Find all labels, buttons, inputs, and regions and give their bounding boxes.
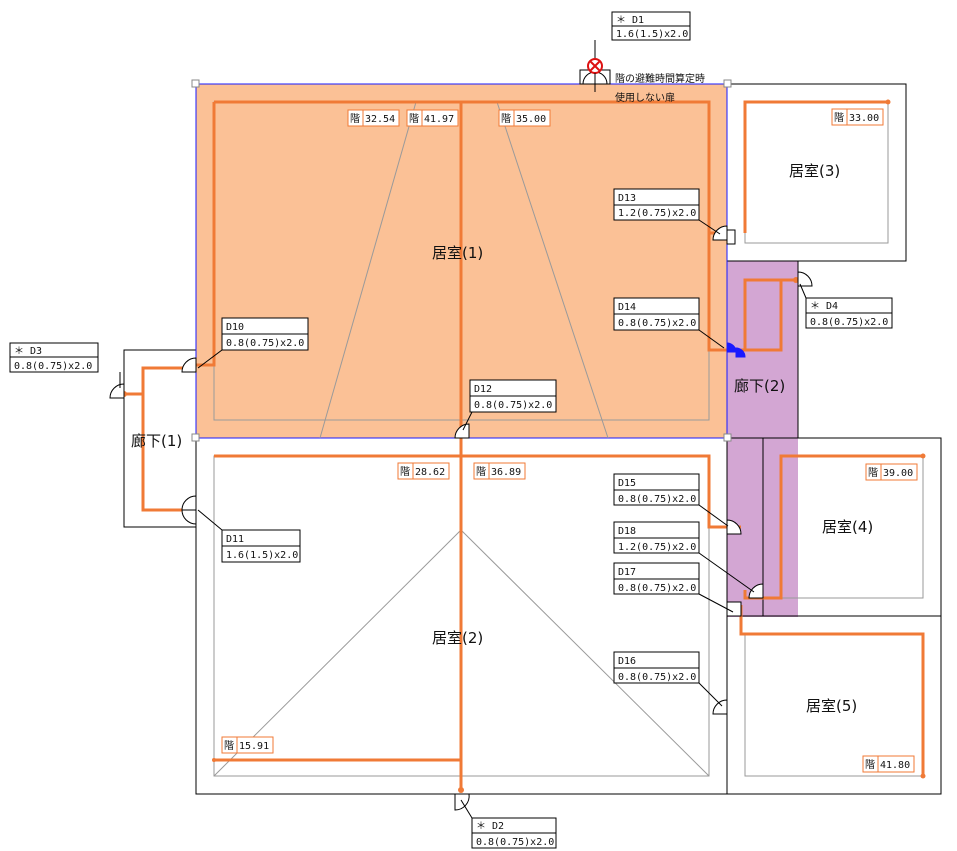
- svg-text:35.00: 35.00: [516, 114, 546, 125]
- svg-text:15.91: 15.91: [239, 741, 269, 752]
- svg-text:階: 階: [400, 466, 410, 478]
- tag-d18: D18 1.2(0.75)x2.0: [613, 521, 700, 554]
- svg-text:0.8(0.75)x2.0: 0.8(0.75)x2.0: [618, 318, 696, 329]
- d1-note-line2: 使用しない扉: [615, 91, 675, 104]
- tag-d12: D12 0.8(0.75)x2.0: [469, 379, 557, 413]
- svg-text:階: 階: [224, 740, 234, 752]
- time-label-2: 階 41.97: [406, 109, 459, 127]
- door-tags: ＊ D1 1.6(1.5)x2.0 ＊ D2 0.8(0.75)x2.0 ＊ D…: [9, 11, 893, 849]
- tag-d15: D15 0.8(0.75)x2.0: [613, 473, 700, 506]
- svg-text:階: 階: [868, 467, 878, 479]
- tag-d2: ＊ D2 0.8(0.75)x2.0: [471, 817, 557, 849]
- corridor1-label: 廊下(1): [131, 432, 182, 450]
- svg-text:D11: D11: [226, 534, 244, 545]
- svg-text:＊ D4: ＊ D4: [810, 301, 838, 312]
- evacuation-routes: [124, 100, 925, 790]
- svg-text:＊ D1: ＊ D1: [616, 15, 644, 26]
- time-label-9: 階 41.80: [862, 755, 915, 773]
- room2-label: 居室(2): [432, 629, 483, 647]
- room4-label: 居室(4): [822, 518, 873, 536]
- svg-text:階: 階: [501, 113, 511, 125]
- svg-text:D14: D14: [618, 302, 636, 313]
- door-d4: [797, 271, 813, 287]
- door-d13: [712, 225, 736, 245]
- svg-text:D17: D17: [618, 567, 636, 578]
- svg-text:階: 階: [865, 759, 875, 771]
- svg-text:0.8(0.75)x2.0: 0.8(0.75)x2.0: [618, 672, 696, 683]
- room3-label: 居室(3): [789, 162, 840, 180]
- svg-text:36.89: 36.89: [491, 467, 521, 478]
- svg-text:D16: D16: [618, 656, 636, 667]
- svg-text:D12: D12: [474, 384, 492, 395]
- svg-text:0.8(0.75)x2.0: 0.8(0.75)x2.0: [618, 583, 696, 594]
- tag-d16: D16 0.8(0.75)x2.0: [613, 651, 700, 684]
- svg-text:1.2(0.75)x2.0: 1.2(0.75)x2.0: [618, 208, 696, 219]
- tag-d3: ＊ D3 0.8(0.75)x2.0: [9, 342, 99, 373]
- tag-d17: D17 0.8(0.75)x2.0: [613, 562, 700, 595]
- svg-text:1.2(0.75)x2.0: 1.2(0.75)x2.0: [618, 542, 696, 553]
- svg-text:0.8(0.75)x2.0: 0.8(0.75)x2.0: [476, 837, 554, 848]
- door-d10: [181, 357, 197, 373]
- tag-d13: D13 1.2(0.75)x2.0: [613, 188, 700, 221]
- room5-label: 居室(5): [806, 697, 857, 715]
- svg-text:33.00: 33.00: [849, 113, 879, 124]
- svg-text:39.00: 39.00: [883, 468, 913, 479]
- svg-text:0.8(0.75)x2.0: 0.8(0.75)x2.0: [618, 494, 696, 505]
- svg-text:28.62: 28.62: [415, 467, 445, 478]
- time-label-3: 階 35.00: [498, 109, 551, 127]
- tag-d14: D14 0.8(0.75)x2.0: [613, 297, 700, 331]
- tag-d11: D11 1.6(1.5)x2.0: [221, 529, 301, 563]
- time-label-1: 階 32.54: [347, 109, 400, 127]
- svg-text:0.8(0.75)x2.0: 0.8(0.75)x2.0: [474, 400, 552, 411]
- time-label-6: 階 36.89: [473, 462, 526, 480]
- svg-text:＊ D3: ＊ D3: [14, 346, 42, 357]
- d1-note-line1: 階の避難時間算定時: [615, 72, 705, 85]
- svg-text:0.8(0.75)x2.0: 0.8(0.75)x2.0: [226, 338, 304, 349]
- selection-handles: [191, 79, 732, 442]
- tag-d10: D10 0.8(0.75)x2.0: [221, 317, 309, 351]
- time-label-5: 階 28.62: [397, 462, 450, 480]
- svg-text:1.6(1.5)x2.0: 1.6(1.5)x2.0: [226, 550, 298, 561]
- time-labels: 階 32.54 階 41.97 階 35.00 階 33.00 階 28.62: [221, 108, 918, 773]
- room1-label: 居室(1): [432, 244, 483, 262]
- time-label-7: 階 39.00: [865, 463, 918, 481]
- door-d17: [726, 601, 742, 617]
- time-label-8: 階 15.91: [221, 736, 274, 754]
- svg-text:0.8(0.75)x2.0: 0.8(0.75)x2.0: [810, 317, 888, 328]
- prohibited-icon: [587, 58, 603, 92]
- svg-text:32.54: 32.54: [365, 114, 395, 125]
- svg-text:階: 階: [834, 112, 844, 124]
- svg-text:D18: D18: [618, 526, 636, 537]
- tag-d4: ＊ D4 0.8(0.75)x2.0: [805, 297, 893, 329]
- leader-lines: [119, 40, 807, 819]
- door-d15: [726, 519, 742, 535]
- time-label-4: 階 33.00: [831, 108, 884, 126]
- corridor2-label: 廊下(2): [734, 377, 785, 395]
- room-labels: 居室(1) 居室(2) 居室(3) 居室(4) 居室(5) 廊下(1) 廊下(2…: [131, 162, 873, 715]
- svg-text:D15: D15: [618, 478, 636, 489]
- svg-text:0.8(0.75)x2.0: 0.8(0.75)x2.0: [14, 361, 92, 372]
- svg-text:＊ D2: ＊ D2: [476, 821, 504, 832]
- door-d12: [454, 423, 470, 439]
- svg-text:階: 階: [476, 466, 486, 478]
- door-d11: [181, 495, 197, 525]
- svg-text:41.97: 41.97: [424, 114, 454, 125]
- doors: [109, 69, 813, 811]
- svg-text:1.6(1.5)x2.0: 1.6(1.5)x2.0: [616, 29, 688, 40]
- svg-text:階: 階: [409, 113, 419, 125]
- door-d14: [726, 342, 746, 358]
- svg-text:D10: D10: [226, 322, 244, 333]
- tag-d1: ＊ D1 1.6(1.5)x2.0: [611, 11, 691, 41]
- svg-text:階: 階: [350, 113, 360, 125]
- door-d3: [109, 383, 125, 399]
- svg-text:41.80: 41.80: [880, 760, 910, 771]
- svg-text:D13: D13: [618, 193, 636, 204]
- door-d16: [712, 699, 728, 715]
